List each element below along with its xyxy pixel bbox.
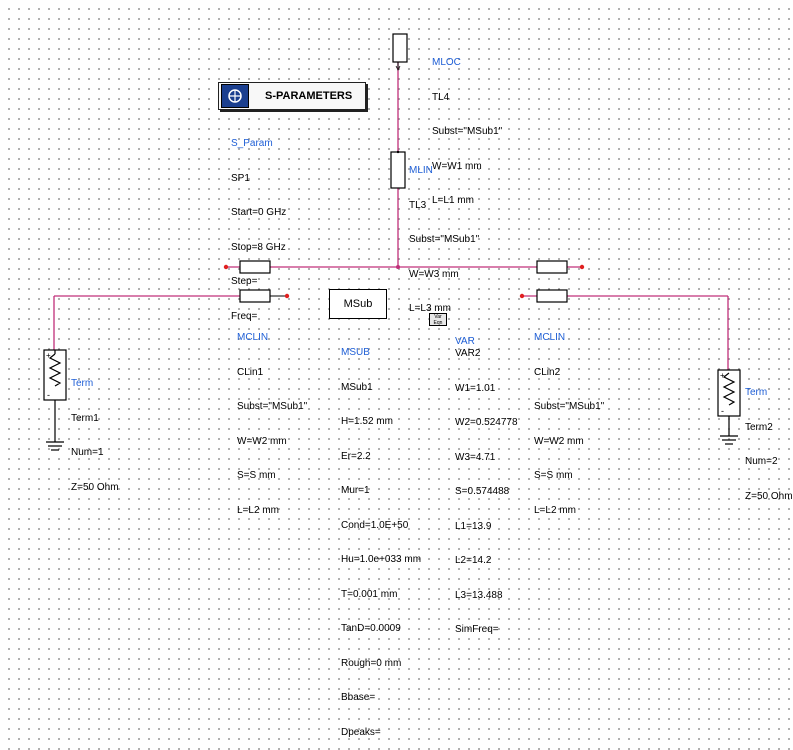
schematic-wires: + - + - [43, 33, 741, 451]
s-parameters-label: S-PARAMETERS [265, 90, 353, 102]
mclin-clin1-symbol [223, 260, 290, 303]
junction-dot [396, 265, 400, 269]
term1-symbol: + - [43, 349, 67, 451]
term2-symbol: + - [717, 369, 741, 445]
svg-text:-: - [721, 406, 724, 416]
var-label: VAR2 W1=1.01 W2=0.524778 W3=4.71 S=0.574… [455, 348, 518, 635]
s-parameters-button[interactable]: S-PARAMETERS [218, 82, 366, 110]
clin2-label: MCLIN CLin2 Subst="MSub1" W=W2 mm S=S mm… [534, 332, 605, 516]
svg-text:+: + [46, 351, 51, 360]
mclin-clin2-symbol [519, 260, 585, 303]
msub-symbol[interactable]: MSub [329, 289, 387, 319]
var-type-label: VAR [455, 336, 475, 347]
tl3-label: MLIN TL3 Subst="MSub1" W=W3 mm L=L3 mm [409, 165, 480, 314]
term1-label: Term Term1 Num=1 Z=50 Ohm [71, 378, 119, 493]
var-eqn-icon[interactable]: Var Eqn [429, 313, 447, 326]
msub-box-label: MSub [343, 298, 373, 310]
mlin-tl3-symbol [390, 150, 406, 189]
term2-label: Term Term2 Num=2 Z=50 Ohm [745, 387, 793, 502]
clin1-label: MCLIN CLin1 Subst="MSub1" W=W2 mm S=S mm… [237, 332, 308, 516]
s-parameters-icon [221, 84, 249, 108]
mloc-tl4-symbol [392, 33, 408, 71]
svg-text:-: - [47, 390, 50, 400]
svg-text:+: + [720, 371, 725, 380]
msub-label: MSUB MSub1 H=1.52 mm Er=2.2 Mur=1 Cond=1… [341, 347, 422, 738]
s-param-label: S_Param SP1 Start=0 GHz Stop=8 GHz Step=… [231, 138, 287, 322]
tl4-label: MLOC TL4 Subst="MSub1" W=W1 mm L=L1 mm [432, 57, 503, 206]
